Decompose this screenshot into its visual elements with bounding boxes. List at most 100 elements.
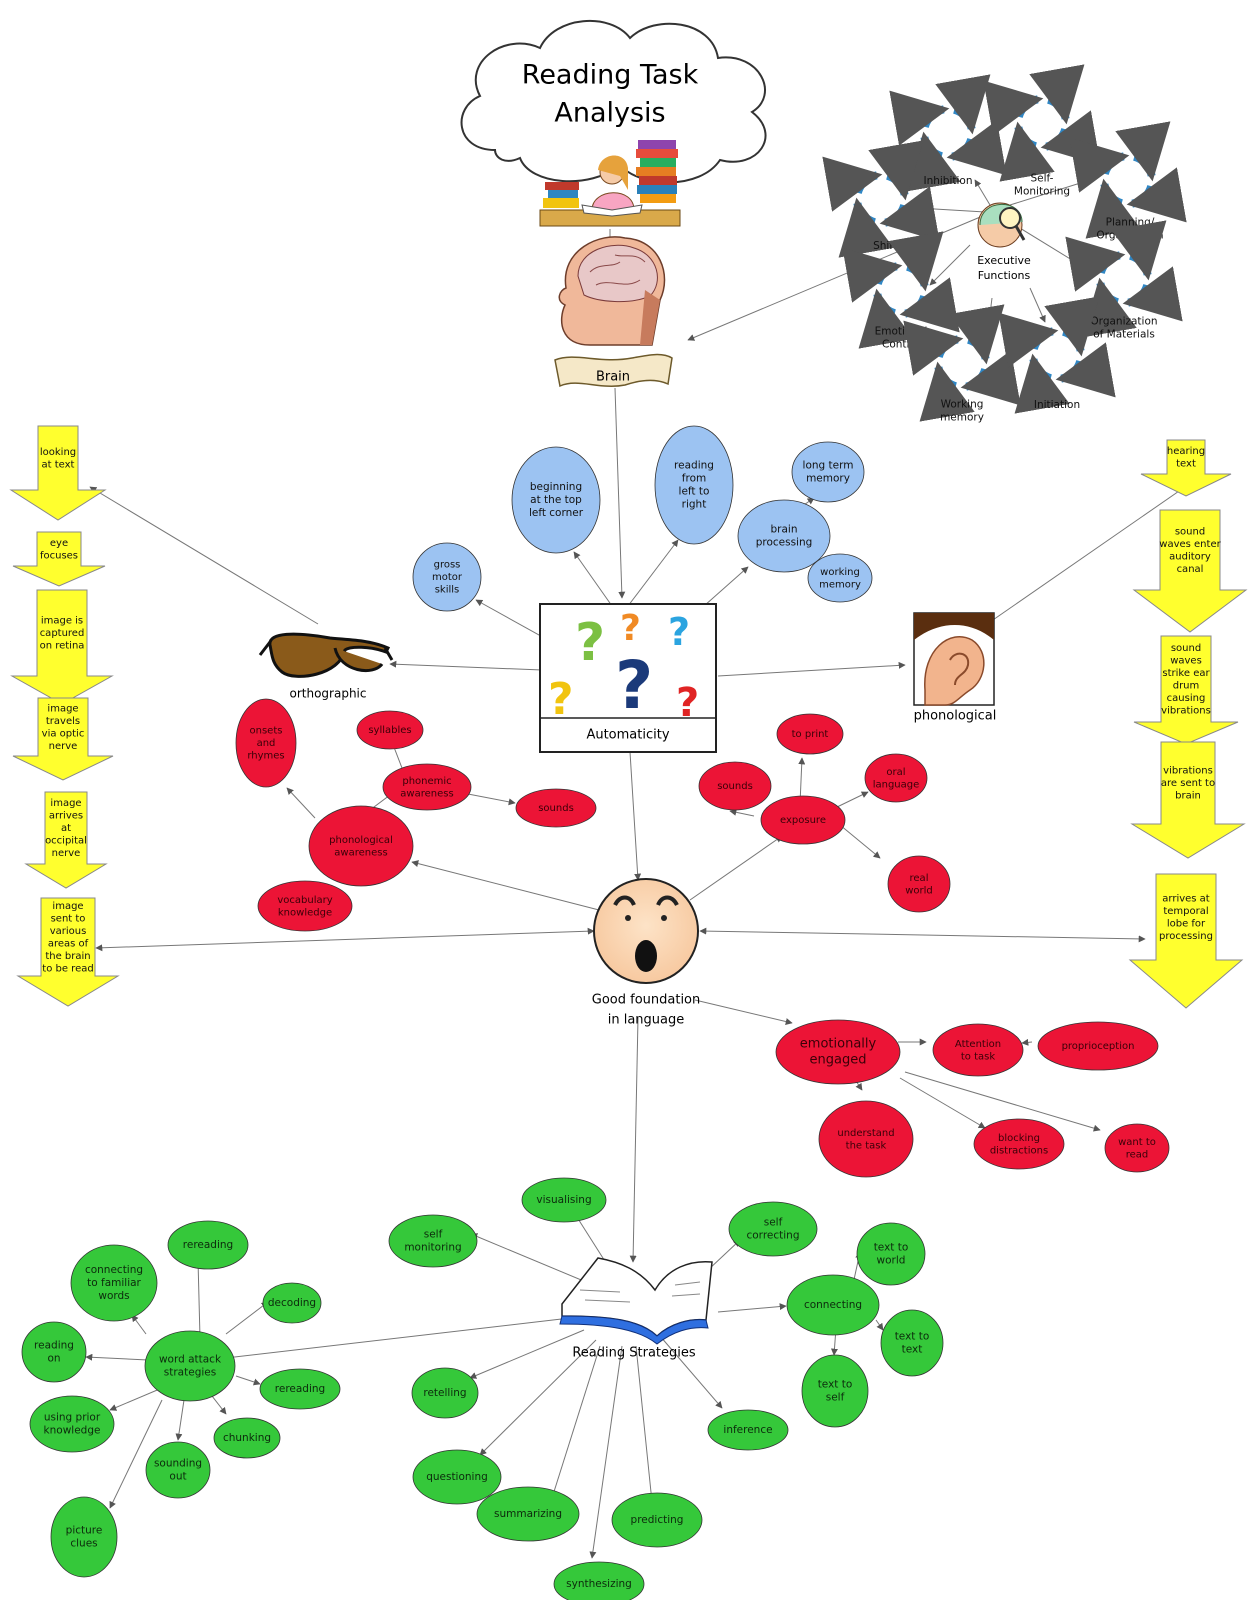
- red-node-shape: [257, 880, 353, 932]
- red-node-text: syllables: [368, 725, 411, 736]
- cycle-icon-center: [949, 350, 975, 376]
- connector-arrow: [717, 1303, 787, 1313]
- red-node-shape: [776, 713, 844, 755]
- connector-arrow: [109, 1387, 163, 1411]
- open-book-icon: Reading Strategies: [559, 1257, 713, 1361]
- question-mark-icon: ?: [676, 680, 699, 726]
- green-node-text: text to: [818, 1378, 853, 1390]
- green-node-shape: [856, 1222, 926, 1286]
- connector-arrow: [475, 599, 549, 641]
- red-node: sounds: [698, 761, 772, 811]
- green-node-text: out: [169, 1471, 186, 1483]
- green-node-shape: [707, 1409, 789, 1451]
- blue-node-text: processing: [756, 537, 813, 549]
- green-node: visualising: [521, 1177, 607, 1223]
- cycle-icon-center: [1111, 266, 1137, 292]
- green-node-shape: [728, 1201, 818, 1257]
- blue-node-text: long term: [803, 459, 854, 471]
- green-node-text: world: [877, 1255, 906, 1267]
- blue-node-text: left corner: [529, 507, 584, 519]
- connector-arrow: [694, 999, 793, 1025]
- visual-step-text: on retina: [40, 641, 85, 652]
- green-node-text: visualising: [536, 1194, 591, 1206]
- connector-arrow: [589, 1345, 623, 1559]
- green-node-shape: [553, 1561, 645, 1600]
- red-node-text: blocking: [998, 1133, 1040, 1144]
- connector-arrow: [729, 808, 755, 817]
- green-node-text: self: [764, 1216, 783, 1228]
- green-node-shape: [801, 1354, 869, 1428]
- green-node-text: knowledge: [44, 1425, 101, 1437]
- connector-arrow: [131, 1314, 147, 1335]
- connector-arrow: [1021, 1038, 1033, 1046]
- auditory-step-text: canal: [1177, 564, 1204, 575]
- connector-arrow: [573, 551, 613, 607]
- connector-arrow: [225, 1301, 269, 1335]
- green-node: decoding: [262, 1282, 322, 1324]
- blue-node-shape: [412, 542, 482, 612]
- red-node-shape: [973, 1118, 1065, 1170]
- auditory-step-text: brain: [1175, 791, 1201, 802]
- cycle-icon-center: [888, 277, 914, 303]
- executive-item: Planning/Organization: [1069, 121, 1187, 242]
- blue-node-text: gross: [434, 560, 461, 571]
- green-node-text: monitoring: [404, 1242, 461, 1254]
- executive-item-text: Organization: [1090, 315, 1157, 327]
- red-node-text: language: [873, 779, 920, 790]
- connector-arrow: [95, 927, 595, 952]
- connector-arrow: [614, 387, 626, 599]
- red-node-text: emotionally: [800, 1036, 877, 1051]
- blue-node-text: skills: [435, 585, 460, 596]
- green-node-text: connecting: [85, 1264, 143, 1276]
- sunglasses-icon: orthographic: [258, 632, 394, 701]
- red-node-shape: [864, 753, 928, 803]
- visual-step-text: looking: [40, 447, 76, 458]
- green-node-text: clues: [70, 1538, 97, 1550]
- cycle-icon: [888, 231, 944, 292]
- reading-strategies-label: Reading Strategies: [572, 1346, 696, 1361]
- blue-node-shape: [654, 425, 734, 545]
- visual-step-text: image: [52, 901, 83, 912]
- green-node-shape: [388, 1214, 478, 1268]
- green-node-text: strategies: [164, 1367, 216, 1379]
- green-node-text: text to: [895, 1330, 930, 1342]
- red-node-text: to task: [961, 1051, 995, 1062]
- red-node-shape: [775, 1019, 901, 1085]
- red-node-text: awareness: [400, 788, 453, 799]
- green-node-text: retelling: [423, 1387, 466, 1399]
- connector-arrow: [175, 1399, 185, 1441]
- visual-step-shape: [16, 897, 120, 1007]
- connector-arrow: [659, 1335, 723, 1409]
- green-node: chunking: [213, 1417, 281, 1459]
- auditory-step-shape: [1133, 635, 1239, 745]
- connector-arrow: [703, 566, 749, 607]
- red-node-text: vocabulary: [277, 895, 332, 906]
- red-node-shape: [760, 795, 846, 845]
- green-node-text: text to: [874, 1241, 909, 1253]
- visual-step-text: via optic: [42, 728, 85, 739]
- auditory-step-shape: [1130, 741, 1246, 859]
- red-node-shape: [818, 1100, 914, 1178]
- visual-step-text: captured: [40, 628, 85, 639]
- connector-arrow: [467, 793, 516, 806]
- auditory-step-text: auditory: [1169, 551, 1211, 562]
- red-node-text: want to: [1118, 1137, 1156, 1148]
- connector-arrow: [109, 1399, 163, 1509]
- green-node-shape: [213, 1417, 281, 1459]
- green-node-text: word attack: [159, 1353, 222, 1365]
- connector-arrow: [624, 539, 679, 611]
